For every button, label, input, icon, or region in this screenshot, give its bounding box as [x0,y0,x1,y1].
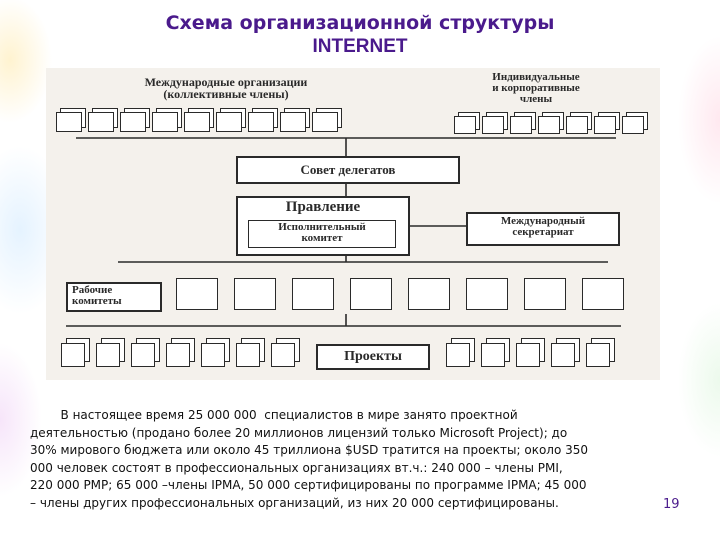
secretariat-label-line-2: секретариат [512,226,574,238]
page-number: 19 [663,497,680,512]
org-card [152,112,178,132]
project-card [166,343,190,367]
working-committees-label-line-2: комитеты [72,295,122,307]
project-card [96,343,120,367]
project-card [201,343,225,367]
org-card [312,112,338,132]
international-orgs-label-line-1: Международные организации [144,75,308,89]
member-card [538,116,560,134]
body-line-4: 000 человек состоят в профессиональных о… [30,460,563,475]
member-card [454,116,476,134]
working-committees-label-line-1: Рабочие [72,284,113,296]
body-line-1: В настоящее время 25 000 000 специалисто… [30,408,518,422]
committee-card [176,278,218,310]
project-card [516,343,540,367]
committee-card [292,278,334,310]
committee-card [408,278,450,310]
org-card [88,112,114,132]
connector-lines [66,137,621,327]
individual-members-label-line-3: члены [519,93,553,105]
board-box: Правление Исполнительный комитет [236,196,410,256]
project-card [481,343,505,367]
member-card [594,116,616,134]
org-card [216,112,242,132]
committee-card [350,278,392,310]
slide-title-line-2: INTERNET [312,36,408,57]
project-card [61,343,85,367]
secretariat-label: Международный секретариат [468,214,618,238]
project-card [586,343,610,367]
committee-card [234,278,276,310]
org-chart-diagram: Международные организации (коллективные … [46,68,660,380]
slide-title-line-1: Схема организационной структуры [165,12,555,34]
body-line-5: 220 000 PMP; 65 000 –члены IPMA, 50 000 … [30,478,587,492]
member-card [482,116,504,134]
individual-members-label-line-2: и корпоративные [492,82,580,94]
council-box: Совет делегатов [236,156,460,184]
project-card [236,343,260,367]
org-card [56,112,82,132]
org-card [248,112,274,132]
body-line-3: 30% мирового бюджета или около 45 трилли… [30,443,589,457]
project-card [551,343,575,367]
council-label: Совет делегатов [300,162,396,177]
project-card [131,343,155,367]
projects-label: Проекты [344,349,402,364]
board-label: Правление [285,199,361,215]
exec-committee-label-line-2: комитет [301,232,343,244]
working-committees-box: Рабочие комитеты [66,282,162,312]
exec-committee-label: Исполнительный комитет [249,221,395,244]
exec-committee-label-line-1: Исполнительный [278,221,366,233]
secretariat-label-line-1: Международный [500,215,586,227]
org-card [280,112,306,132]
committee-card [582,278,624,310]
member-card [510,116,532,134]
working-committees-label: Рабочие комитеты [68,284,160,307]
individual-members-label: Индивидуальные и корпоративные члены [456,72,616,105]
secretariat-box: Международный секретариат [466,212,620,246]
member-card [622,116,644,134]
project-card [271,343,295,367]
individual-members-label-line-1: Индивидуальные [492,71,580,83]
body-paragraph: В настоящее время 25 000 000 специалисто… [30,407,690,512]
international-orgs-label: Международные организации (коллективные … [116,76,336,100]
body-line-6: – члены других профессиональных организа… [30,495,559,510]
member-card [566,116,588,134]
projects-box: Проекты [316,344,430,370]
committee-card [466,278,508,310]
international-orgs-label-line-2: (коллективные члены) [163,87,289,101]
project-card [446,343,470,367]
committee-card [524,278,566,310]
body-line-2: деятельностью (продано более 20 миллионо… [30,425,568,440]
exec-committee-box: Исполнительный комитет [248,220,396,248]
org-card [184,112,210,132]
org-card [120,112,146,132]
